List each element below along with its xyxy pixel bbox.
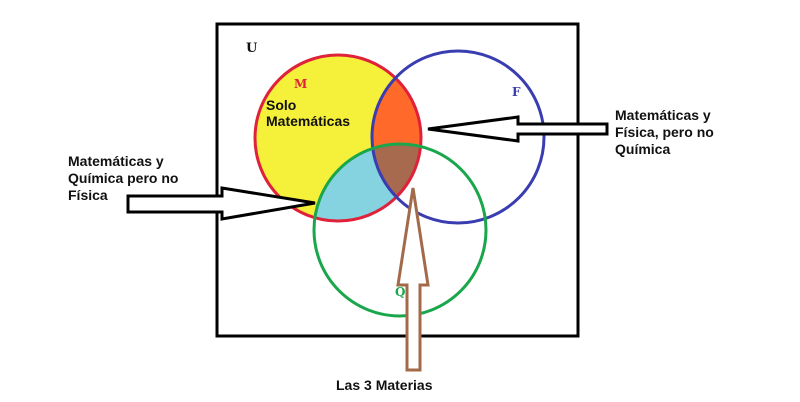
region-only-m-label: Solo Matemáticas <box>266 97 350 129</box>
annotation-all-three: Las 3 Materias <box>336 377 433 393</box>
annotation-mq-not-f: Matemáticas y Química pero no Física <box>68 153 182 203</box>
set-q-label: Q <box>395 285 405 299</box>
set-m-label: M <box>294 77 307 91</box>
region-only-m-line-1: Solo <box>266 97 296 113</box>
annotation-mq-line-3: Física <box>68 187 108 203</box>
annotation-mf-line-1: Matemáticas y <box>615 107 711 123</box>
set-m-outline <box>253 53 423 223</box>
set-f-label: F <box>512 85 521 99</box>
arrow-all-three <box>396 187 430 372</box>
annotation-mf-line-3: Química <box>615 141 670 157</box>
annotation-mq-line-2: Química pero no <box>68 170 178 186</box>
arrow-mf-not-q <box>427 115 609 143</box>
arrow-mq-not-f <box>126 186 316 221</box>
set-f-outline <box>370 49 546 225</box>
annotation-mf-line-2: Física, pero no <box>615 124 714 140</box>
region-only-m-line-2: Matemáticas <box>266 113 350 129</box>
universe-label: U <box>246 41 258 56</box>
annotation-mf-not-q: Matemáticas y Física, pero no Química <box>615 107 718 157</box>
annotation-mq-line-1: Matemáticas y <box>68 153 164 169</box>
region-m-q <box>314 144 421 221</box>
set-q-outline <box>312 142 488 318</box>
